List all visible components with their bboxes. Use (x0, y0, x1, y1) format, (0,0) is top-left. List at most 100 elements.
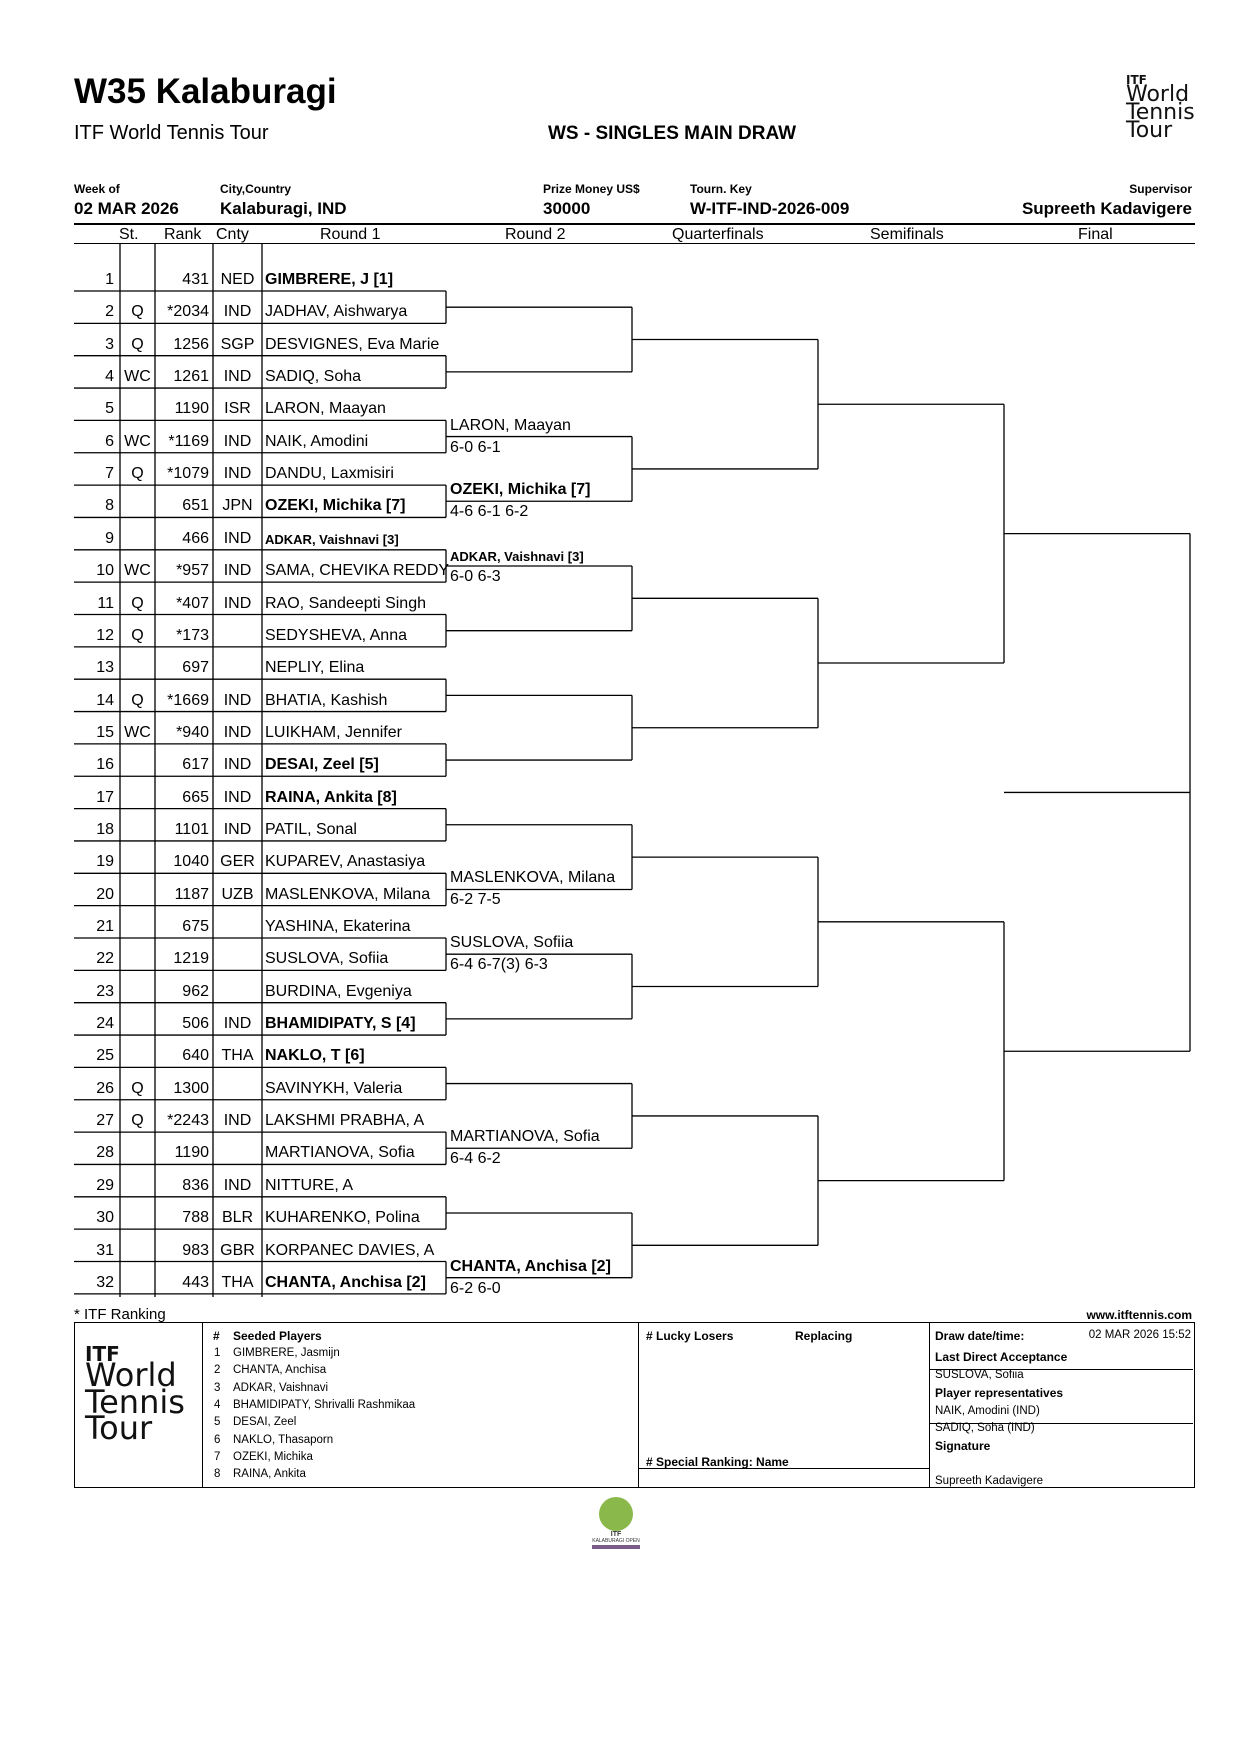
sponsor-logo-text-2: KALABURAGI OPEN (592, 1538, 640, 1544)
entry-status: Q (131, 1112, 144, 1130)
player-name: JADHAV, Aishwarya (265, 303, 408, 321)
player-name: DESVIGNES, Eva Marie (265, 335, 440, 353)
footer-panel (74, 1322, 1195, 1488)
player-country: GBR (220, 1241, 255, 1259)
round2-score: 6-2 7-5 (450, 891, 501, 909)
draw-position: 17 (96, 788, 114, 806)
draw-position: 5 (105, 400, 114, 418)
player-name: SADIQ, Soha (265, 368, 362, 386)
draw-position: 14 (96, 691, 114, 709)
player-country: THA (221, 1273, 254, 1291)
draw-position: 16 (96, 756, 114, 774)
round2-score: 6-2 6-0 (450, 1279, 501, 1297)
signature-label: Signature (935, 1439, 991, 1453)
entry-status: Q (131, 303, 144, 321)
tourn-key-value: W-ITF-IND-2026-009 (690, 199, 850, 218)
player-name: NITTURE, A (265, 1176, 354, 1194)
website-text: www.itftennis.com (1086, 1308, 1192, 1322)
player-rank: 1190 (174, 1144, 209, 1162)
week-label: Week of (74, 182, 120, 196)
player-rank: 443 (182, 1273, 209, 1291)
player-name: DANDU, Laxmisiri (265, 465, 394, 483)
entry-status: Q (131, 1079, 144, 1097)
footer-divider-6 (929, 1423, 1193, 1424)
draw-position: 27 (96, 1112, 114, 1130)
draw-position: 29 (96, 1176, 114, 1194)
player-name: RAO, Sandeepti Singh (265, 594, 426, 612)
logo-world-text: World (1126, 81, 1190, 107)
seed-name: RAINA, Ankita (233, 1468, 306, 1481)
player-name: OZEKI, Michika [7] (265, 497, 406, 515)
player-rank: 665 (182, 788, 209, 806)
entry-status: WC (124, 723, 151, 741)
player-name: BHATIA, Kashish (265, 691, 388, 709)
footer-divider-2 (638, 1322, 639, 1487)
player-country: IND (223, 820, 252, 838)
player-country: IND (223, 723, 252, 741)
seed-number: 1 (214, 1347, 221, 1359)
round2-score: 4-6 6-1 6-2 (450, 503, 529, 521)
draw-position: 11 (97, 594, 114, 612)
header-divider (74, 223, 1195, 225)
player-name: KUPAREV, Anastasiya (265, 853, 426, 871)
player-country: IND (223, 756, 252, 774)
special-ranking-header: # Special Ranking: Name (646, 1455, 789, 1469)
player-country: IND (223, 432, 252, 450)
round2-winner: MARTIANOVA, Sofia (450, 1128, 600, 1146)
round2-score: 6-0 6-3 (450, 567, 501, 585)
footer-divider-4 (638, 1468, 929, 1469)
player-rank: *940 (176, 723, 209, 741)
draw-position: 4 (105, 368, 114, 386)
player-rank: *2034 (167, 303, 209, 321)
player-name: LAKSHMI PRABHA, A (265, 1112, 425, 1130)
player-rank: *1079 (167, 465, 209, 483)
player-name: YASHINA, Ekaterina (265, 918, 411, 935)
seed-number: 8 (214, 1468, 221, 1481)
draw-position: 31 (96, 1241, 114, 1259)
player-country: IND (223, 788, 252, 806)
seed-number: 7 (214, 1450, 221, 1463)
draw-date-value: 02 MAR 2026 15:52 (1088, 1329, 1191, 1341)
player-name: RAINA, Ankita [8] (265, 788, 397, 806)
player-name: BHAMIDIPATY, S [4] (265, 1015, 416, 1033)
draw-position: 1 (105, 271, 114, 288)
player-country: ISR (224, 400, 251, 418)
player-rank: 466 (182, 529, 209, 547)
player-name: KORPANEC DAVIES, A (265, 1241, 435, 1259)
draw-position: 8 (105, 497, 114, 515)
player-country: NED (220, 271, 255, 288)
player-reps-label: Player representatives (935, 1386, 1064, 1400)
seed-name: NAKLO, Thasaporn (233, 1433, 334, 1446)
draw-position: 26 (96, 1079, 114, 1097)
entry-status: WC (124, 432, 151, 450)
draw-name: WS - SINGLES MAIN DRAW (548, 123, 797, 144)
footer-divider-3 (929, 1322, 930, 1487)
player-rank: 788 (182, 1209, 209, 1227)
signature-value: Supreeth Kadavigere (935, 1475, 1044, 1487)
draw-position: 23 (96, 982, 114, 1000)
draw-position: 28 (96, 1144, 114, 1162)
round2-winner: OZEKI, Michika [7] (450, 481, 591, 499)
seed-number: 2 (214, 1364, 221, 1377)
player-name: SAMA, CHEVIKA REDDY (265, 562, 450, 580)
player-rank: 1101 (174, 820, 209, 838)
replacing-header: Replacing (795, 1329, 853, 1343)
footer-logo-tour-text: Tour (85, 1408, 153, 1447)
player-name: SAVINYKH, Valeria (265, 1079, 403, 1097)
round2-winner: CHANTA, Anchisa [2] (450, 1257, 611, 1275)
player-name: MASLENKOVA, Milana (265, 885, 431, 903)
draw-position: 21 (96, 918, 114, 935)
sponsor-logo: ITF KALABURAGI OPEN (592, 1497, 640, 1555)
draw-position: 2 (105, 303, 114, 321)
player-name: MARTIANOVA, Sofia (265, 1144, 415, 1162)
seed-name: ADKAR, Vaishnavi (233, 1381, 329, 1394)
logo-tour-text: Tour (1126, 117, 1173, 143)
week-value: 02 MAR 2026 (74, 199, 179, 218)
player-name: GIMBRERE, J [1] (265, 271, 394, 288)
supervisor-value: Supreeth Kadavigere (1021, 199, 1192, 218)
seeded-header: Seeded Players (233, 1329, 322, 1343)
round2-winner: SUSLOVA, Sofiia (450, 934, 574, 952)
seed-number: 4 (214, 1398, 221, 1411)
draw-position: 20 (96, 885, 114, 903)
ranking-note: * ITF Ranking (74, 1306, 166, 1323)
